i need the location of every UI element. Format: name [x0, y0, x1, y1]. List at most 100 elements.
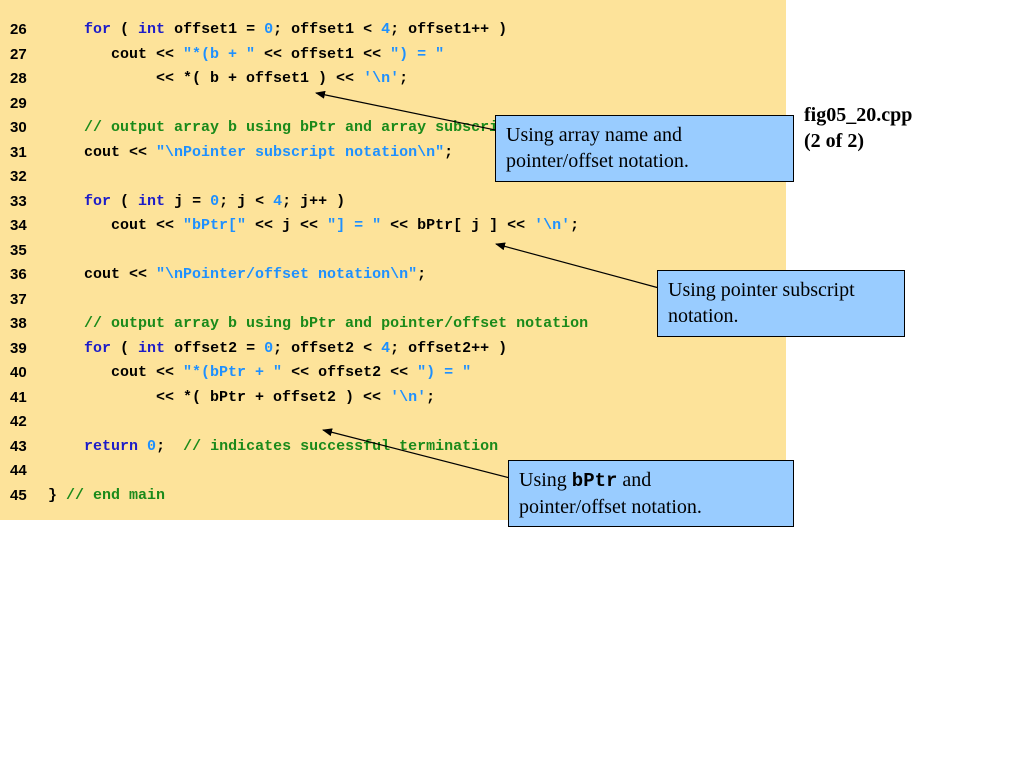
- callout-line: Using array name and: [506, 124, 683, 146]
- callout-pointer-subscript: Using pointer subscript notation.: [657, 270, 905, 337]
- file-label: fig05_20.cpp (2 of 2): [804, 102, 912, 154]
- code-token: "*(b + ": [183, 45, 256, 63]
- code-token: '\n': [363, 70, 400, 87]
- code-token: offset1 =: [165, 21, 265, 38]
- code-token: 0: [147, 437, 157, 455]
- code-token: << j <<: [246, 217, 328, 234]
- code-token: int: [138, 21, 166, 38]
- code-token: ;: [444, 143, 454, 161]
- code-token: cout <<: [48, 45, 184, 63]
- line-number: 45: [10, 486, 27, 504]
- line-number: 34: [10, 217, 27, 234]
- code-line: << *( b + offset1 ) << '\n';: [48, 69, 408, 89]
- code-line: for ( int offset2 = 0; offset2 < 4; offs…: [48, 339, 507, 359]
- line-number: 43: [10, 437, 27, 455]
- line-number: 29: [10, 94, 27, 112]
- code-token: "*(bPtr + ": [183, 364, 283, 381]
- line-number: 32: [10, 168, 27, 185]
- code-token: (: [111, 339, 139, 357]
- code-line: for ( int j = 0; j < 4; j++ ): [48, 192, 345, 212]
- line-number: 27: [10, 45, 27, 63]
- code-token: cout <<: [48, 143, 157, 161]
- file-name: fig05_20.cpp: [804, 104, 913, 126]
- code-token: ;: [570, 217, 580, 234]
- code-token: ") = ": [417, 364, 472, 381]
- code-token: ; offset1 <: [273, 21, 382, 38]
- code-token: for: [84, 339, 112, 357]
- code-token: "bPtr[": [183, 217, 247, 234]
- code-line: << *( bPtr + offset2 ) << '\n';: [48, 388, 435, 408]
- code-token: << *( bPtr + offset2 ) <<: [48, 388, 391, 406]
- line-number: 30: [10, 119, 27, 136]
- code-token: ;: [399, 70, 409, 87]
- code-token: ;: [417, 266, 427, 283]
- code-line: cout << "*(b + " << offset1 << ") = ": [48, 45, 444, 65]
- callout-line: Using pointer subscript: [668, 279, 855, 301]
- code-token: cout <<: [48, 217, 184, 234]
- code-token: (: [111, 192, 139, 210]
- code-line: // output array b using bPtr and pointer…: [48, 314, 588, 334]
- code-token: 0: [264, 21, 274, 38]
- line-number: 41: [10, 388, 27, 406]
- line-number: 33: [10, 192, 27, 210]
- code-token: "\nPointer subscript notation\n": [156, 143, 445, 161]
- callout-bptr-offset: Using bPtr and pointer/offset notation.: [508, 460, 794, 527]
- callout-line: pointer/offset notation.: [519, 496, 702, 518]
- line-number: 44: [10, 462, 27, 479]
- callout-line: notation.: [668, 305, 739, 327]
- callout-line: pointer/offset notation.: [506, 150, 689, 172]
- code-line: cout << "\nPointer subscript notation\n"…: [48, 143, 453, 163]
- code-token: << bPtr[ j ] <<: [381, 217, 535, 234]
- code-token: 4: [381, 21, 391, 38]
- line-number: 37: [10, 290, 27, 308]
- code-token: (: [111, 21, 139, 38]
- code-token: // end main: [66, 486, 166, 504]
- code-token: "\nPointer/offset notation\n": [156, 266, 418, 283]
- code-line: for ( int offset1 = 0; offset1 < 4; offs…: [48, 20, 507, 40]
- code-token: ;: [156, 437, 184, 455]
- callout-code: bPtr: [571, 470, 618, 492]
- arrow-array-name: [315, 90, 506, 133]
- line-number: 42: [10, 413, 27, 430]
- code-panel: 26 for ( int offset1 = 0; offset1 < 4; o…: [0, 0, 786, 520]
- code-token: '\n': [390, 388, 427, 406]
- callout-line: Using bPtr and: [519, 467, 783, 494]
- code-token: ; offset1++ ): [390, 21, 508, 38]
- code-token: << *( b + offset1 ) <<: [48, 70, 364, 87]
- line-number: 26: [10, 21, 27, 38]
- callout-text: and: [617, 469, 652, 491]
- code-token: 4: [381, 339, 391, 357]
- code-token: 4: [273, 192, 283, 210]
- code-token: // output array b using bPtr and pointer…: [84, 315, 589, 332]
- code-token: }: [48, 486, 67, 504]
- code-token: ; j++ ): [282, 192, 346, 210]
- line-number: 35: [10, 241, 27, 259]
- line-number: 39: [10, 339, 27, 357]
- code-token: 0: [264, 339, 274, 357]
- line-number: 38: [10, 315, 27, 332]
- arrow-bptr-offset: [322, 428, 511, 479]
- code-token: ; offset2++ ): [390, 339, 508, 357]
- code-token: ;: [426, 388, 436, 406]
- line-number: 28: [10, 70, 27, 87]
- code-line: } // end main: [48, 486, 165, 506]
- line-number: 40: [10, 364, 27, 381]
- callout-array-name: Using array name and pointer/offset nota…: [495, 115, 794, 182]
- code-token: ; offset2 <: [273, 339, 382, 357]
- code-token: cout <<: [48, 364, 184, 381]
- code-token: int: [138, 339, 166, 357]
- line-number: 31: [10, 143, 27, 161]
- line-number: 36: [10, 266, 27, 283]
- code-line: cout << "\nPointer/offset notation\n";: [48, 265, 426, 285]
- code-token: for: [84, 21, 112, 38]
- code-token: ; j <: [219, 192, 274, 210]
- code-token: << offset1 <<: [255, 45, 391, 63]
- callout-text: Using: [519, 469, 572, 491]
- code-token: << offset2 <<: [282, 364, 418, 381]
- code-token: j =: [165, 192, 211, 210]
- code-token: "] = ": [327, 217, 382, 234]
- arrow-pointer-subscript: [495, 242, 660, 289]
- code-token: return: [84, 437, 139, 455]
